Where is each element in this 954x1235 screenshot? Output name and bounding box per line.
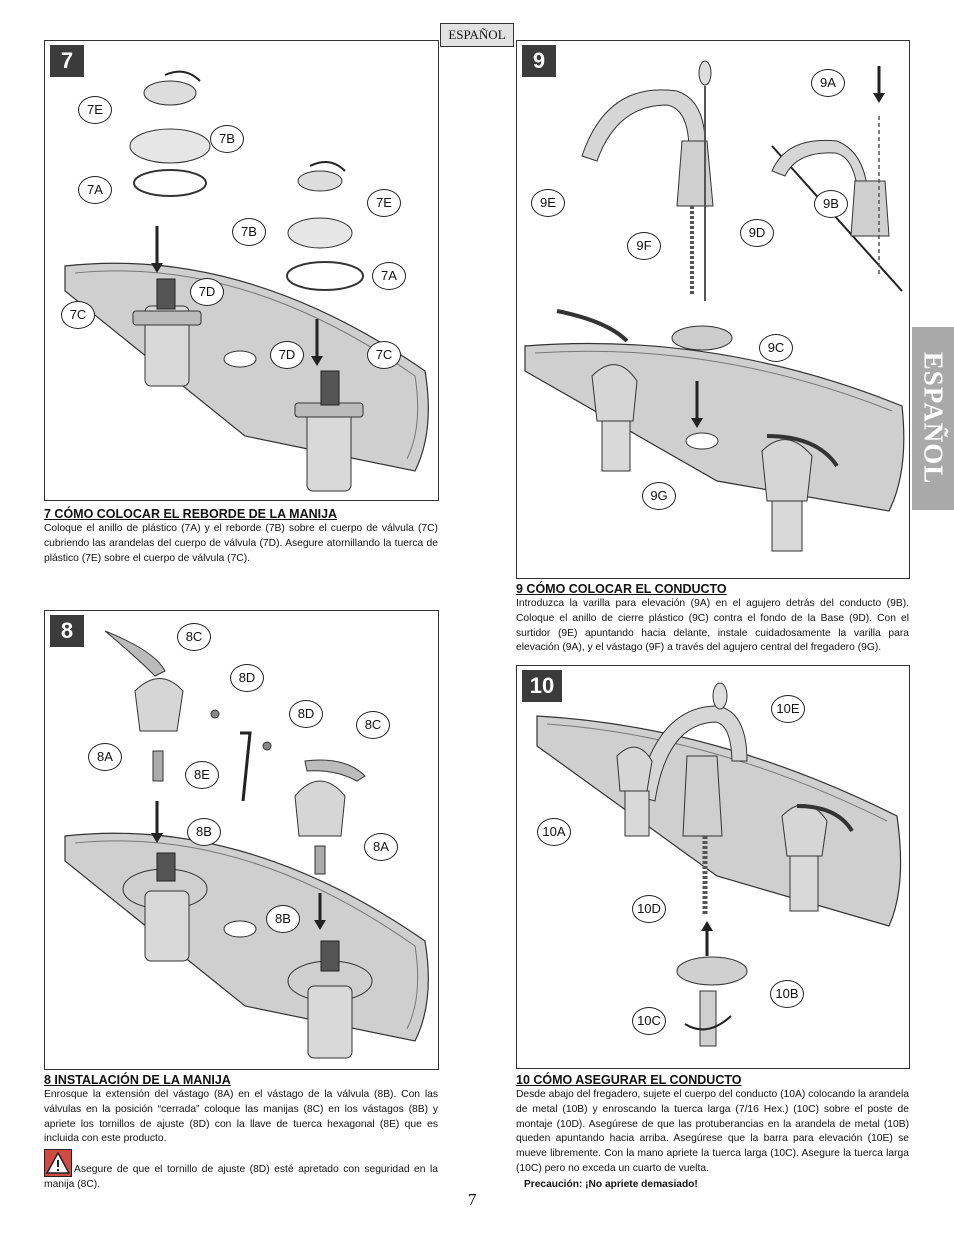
language-tag: ESPAÑOL [440, 23, 514, 47]
callout-9g: 9G [642, 482, 676, 510]
callout-9d: 9D [740, 219, 774, 247]
step-9-number: 9 [522, 45, 556, 77]
callout-10d: 10D [632, 895, 666, 923]
callout-7e-right: 7E [367, 189, 401, 217]
warning-icon [44, 1149, 72, 1177]
callout-8a: 8A [88, 743, 122, 771]
step-7-heading: 7 CÓMO COLOCAR EL REBORDE DE LA MANIJA [44, 507, 338, 521]
callout-9b: 9B [814, 190, 848, 218]
callout-10c: 10C [632, 1007, 666, 1035]
callout-8b-right: 8B [266, 905, 300, 933]
step-10-number: 10 [522, 670, 562, 702]
callout-10a: 10A [537, 818, 571, 846]
callout-8b: 8B [187, 818, 221, 846]
callout-8e: 8E [185, 761, 219, 789]
callout-8d: 8D [230, 664, 264, 692]
callout-8d-right: 8D [289, 700, 323, 728]
callout-9e: 9E [531, 189, 565, 217]
step-8-figure: 8 8C 8D 8D 8C 8A 8E 8B 8A 8B [44, 610, 439, 1070]
step-9-body: Introduzca la varilla para elevación (9A… [516, 598, 909, 654]
callout-10e: 10E [771, 695, 805, 723]
step-7-illustration [64, 70, 429, 492]
step-8-warning: Asegure de que el tornillo de ajuste (8D… [44, 1164, 438, 1190]
callout-7b: 7B [210, 125, 244, 153]
step-8-body: Enrosque la extensión del vástago (8A) e… [44, 1089, 438, 1145]
step-7-body: Coloque el anillo de plástico (7A) y el … [44, 523, 438, 564]
callout-7a: 7A [78, 176, 112, 204]
callout-8a-right: 8A [364, 833, 398, 861]
step-9-heading: 9 CÓMO COLOCAR EL CONDUCTO [516, 582, 727, 596]
callout-7d: 7D [190, 278, 224, 306]
step-10-body: Desde abajo del fregadero, sujete el cue… [516, 1089, 909, 1174]
step-10-heading: 10 CÓMO ASEGURAR EL CONDUCTO [516, 1073, 742, 1087]
step-7-figure: 7 7E 7B 7A 7C 7D 7E 7B 7A 7D 7C [44, 40, 439, 501]
step-8-heading: 8 INSTALACIÓN DE LA MANIJA [44, 1073, 231, 1087]
callout-9f: 9F [627, 232, 661, 260]
callout-8c-right: 8C [356, 711, 390, 739]
step-9-illustration [524, 60, 905, 552]
step-9-figure: 9 9A 9E 9B 9D 9F 9C 9G [516, 40, 910, 579]
callout-10b: 10B [770, 980, 804, 1008]
callout-7e: 7E [78, 96, 112, 124]
callout-7a-right: 7A [372, 262, 406, 290]
step-8-illustration [64, 630, 429, 1059]
page-number: 7 [468, 1190, 477, 1209]
callout-7c-right: 7C [367, 341, 401, 369]
step-10-illustration [536, 682, 902, 1047]
step-10-figure: 10 10E 10A 10D 10B 10C [516, 665, 910, 1069]
callout-7b-right: 7B [232, 218, 266, 246]
callout-9a: 9A [811, 69, 845, 97]
callout-7d-right: 7D [270, 341, 304, 369]
step-10-caution: Precaución: ¡No apriete demasiado! [524, 1179, 698, 1190]
side-tab-label: ESPAÑOL [918, 351, 949, 485]
step-7-number: 7 [50, 45, 84, 77]
callout-8c: 8C [177, 623, 211, 651]
language-side-tab: ESPAÑOL [912, 327, 954, 510]
callout-9c: 9C [759, 334, 793, 362]
step-8-number: 8 [50, 615, 84, 647]
callout-7c: 7C [61, 301, 95, 329]
